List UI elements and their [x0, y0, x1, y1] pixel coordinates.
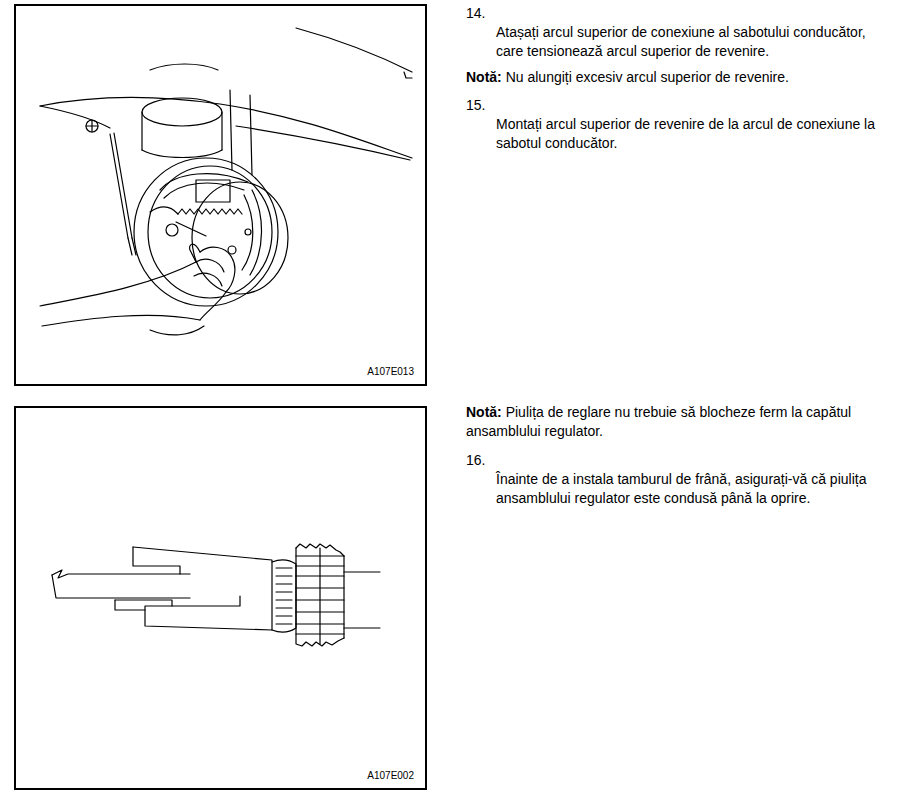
instruction-step: 15. Montați arcul superior de revenire de… — [466, 96, 880, 153]
step-text: Înainte de a instala tamburul de frână, … — [496, 470, 880, 508]
brake-assembly-illustration-line — [200, 247, 235, 292]
figure-frame: A107E013 — [14, 4, 427, 386]
brake-assembly-illustration-line — [150, 64, 218, 70]
brake-assembly-illustration-line — [166, 224, 178, 236]
brake-assembly-illustration-line — [86, 120, 98, 132]
instruction-step: 16. Înainte de a instala tamburul de frân… — [466, 451, 880, 508]
brake-assembly-illustration-line — [40, 97, 412, 158]
instruction-step: 14. Atașați arcul superior de conexiune a… — [466, 4, 880, 61]
brake-assembly-illustration-line — [250, 190, 262, 275]
brake-assembly-illustration-line — [40, 106, 110, 128]
brake-assembly-illustration-line — [245, 229, 251, 235]
step-text: Montați arcul superior de revenire de la… — [496, 115, 880, 153]
step-number: 15. — [466, 97, 485, 113]
brake-assembly-illustration-line — [150, 326, 204, 335]
adjuster-illustration-line — [344, 572, 380, 628]
brake-assembly-illustration-line — [192, 182, 288, 294]
brake-assembly-illustration-line — [110, 134, 128, 238]
brake-assembly-illustration-line — [176, 222, 206, 236]
adjuster-illustration-line — [276, 568, 292, 624]
adjuster-illustration-line — [115, 600, 145, 610]
brake-assembly-illustration-line — [200, 292, 226, 320]
brake-assembly-illustration-line — [142, 150, 222, 158]
adjuster-illustration-line — [52, 575, 190, 598]
adjuster-illustration-line — [52, 570, 190, 578]
adjuster-illustration-line — [115, 600, 172, 606]
note-heading: Notă: — [466, 404, 502, 420]
brake-assembly-illustration-line — [142, 98, 222, 126]
note-text: Piulița de reglare nu trebuie să blochez… — [466, 404, 851, 439]
brake-assembly-illustration-line — [114, 133, 132, 238]
brake-assembly-illustration — [40, 28, 412, 335]
adjuster-illustration-line — [133, 547, 272, 630]
adjuster-illustration-line — [343, 556, 344, 638]
step-number: 16. — [466, 452, 485, 468]
step-text: Atașați arcul superior de conexiune al s… — [496, 23, 880, 61]
brake-assembly-illustration-line — [148, 166, 272, 298]
adjuster-illustration-line — [319, 548, 320, 644]
brake-assembly-illustration-line — [296, 28, 412, 72]
note-paragraph: Notă: Piulița de reglare nu trebuie să b… — [466, 403, 880, 441]
brake-assembly-illustration-line — [40, 262, 196, 306]
brake-assembly-illustration-line — [150, 207, 178, 214]
figure-code: A107E013 — [366, 366, 415, 378]
brake-assembly-illustration-line — [178, 209, 242, 214]
brake-assembly-illustration-line — [142, 112, 222, 150]
brake-assembly-illustration-line — [228, 246, 236, 254]
brake-assembly-illustration-line — [134, 158, 278, 306]
brake-assembly-illustration-line — [404, 72, 412, 78]
adjuster-illustration — [52, 544, 380, 646]
brake-assembly-illustration-line — [236, 126, 410, 160]
note-text: Nu alungiți excesiv arcul superior de re… — [506, 69, 789, 85]
brake-assembly-illustration-line — [196, 180, 230, 202]
brake-assembly-illustration-line — [86, 120, 98, 132]
adjuster-illustration-line — [133, 547, 180, 574]
brake-assembly-illustration-line — [42, 315, 200, 326]
brake-assembly-illustration-line — [242, 195, 253, 270]
adjuster-illustration-line — [296, 548, 344, 646]
brake-assembly-illustration-line — [230, 90, 252, 175]
note-heading: Notă: — [466, 69, 502, 85]
brake-assembly-illustration-line — [194, 273, 222, 286]
note-paragraph: Notă: Nu alungiți excesiv arcul superior… — [466, 68, 880, 87]
brake-assembly-illustration-line — [190, 244, 200, 262]
figure-code: A107E002 — [366, 770, 415, 782]
brake-assembly-illustration-line — [196, 259, 224, 272]
adjuster-illustration-line — [272, 560, 296, 632]
step-number: 14. — [466, 5, 485, 21]
figure-frame: A107E002 — [14, 406, 427, 790]
brake-assembly-illustration-line — [164, 183, 244, 198]
